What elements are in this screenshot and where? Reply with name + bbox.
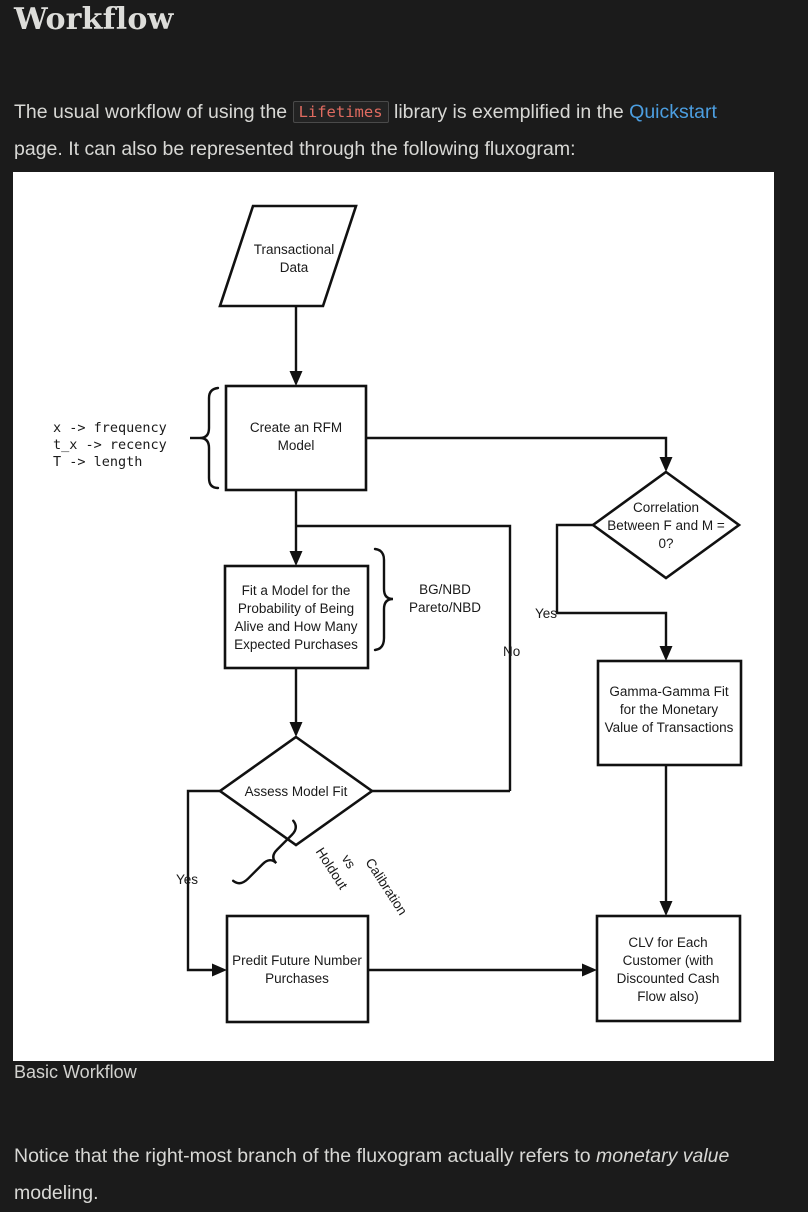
rfm-legend-line-3: T -> length: [53, 454, 142, 470]
node-clv-line-4: Flow also): [637, 989, 699, 1004]
node-assess-model-fit: [217, 735, 375, 847]
node-fit-model-line-4: Expected Purchases: [234, 637, 358, 652]
node-predict-future-purchases: [225, 914, 370, 1024]
quickstart-link[interactable]: Quickstart: [629, 100, 717, 123]
node-create-rfm-model: [224, 384, 368, 492]
inline-code-lifetimes: Lifetimes: [292, 100, 389, 123]
closing-text-before-em: Notice that the right-most branch of the…: [14, 1144, 597, 1167]
intro-text-tail: page. It can also be represented through…: [14, 137, 576, 160]
node-gamma-gamma-line-1: Gamma-Gamma Fit: [609, 684, 729, 699]
node-correlation-check: [590, 470, 742, 580]
closing-text-after-em: modeling.: [14, 1181, 99, 1204]
node-predict-line-2: Purchases: [265, 971, 329, 986]
validation-line-1: Calibration: [362, 855, 410, 917]
node-correlation-line-2: Between F and M =: [607, 518, 725, 533]
node-transactional-data-line-2: Data: [280, 260, 309, 275]
node-gamma-gamma-line-3: Value of Transactions: [605, 720, 734, 735]
node-fit-model-line-1: Fit a Model for the: [242, 583, 351, 598]
intro-text-before-code: The usual workflow of using the: [14, 100, 293, 123]
node-correlation-line-3: 0?: [658, 536, 673, 551]
intro-text-after-code: library is exemplified in the: [388, 100, 630, 123]
node-create-rfm-line-1: Create an RFM: [250, 420, 342, 435]
edge-label-no: No: [503, 644, 520, 659]
node-gamma-gamma-fit: [596, 659, 743, 767]
node-gamma-gamma-line-2: for the Monetary: [620, 702, 719, 717]
node-assess-model-fit-label: Assess Model Fit: [245, 784, 348, 799]
node-clv-line-1: CLV for Each: [628, 935, 707, 950]
node-fit-model-line-3: Alive and How Many: [234, 619, 357, 634]
edge-label-correlation-yes: Yes: [535, 606, 557, 621]
node-transactional-data: [218, 204, 358, 308]
node-clv-line-2: Customer (with: [623, 953, 714, 968]
intro-paragraph: The usual workflow of using the Lifetime…: [14, 94, 754, 168]
node-create-rfm-line-2: Model: [278, 438, 315, 453]
figure-caption: Basic Workflow: [14, 1062, 137, 1082]
node-correlation-line-1: Correlation: [633, 500, 699, 515]
node-fit-model-line-2: Probability of Being: [238, 601, 354, 616]
model-family-line-1: BG/NBD: [419, 582, 471, 597]
node-predict-line-1: Predit Future Number: [232, 953, 362, 968]
edge-label-assess-yes: Yes: [176, 872, 198, 887]
node-clv: [595, 914, 742, 1023]
rfm-legend-line-1: x -> frequency: [53, 420, 167, 436]
closing-emphasis: monetary value: [596, 1144, 730, 1167]
closing-paragraph: Notice that the right-most branch of the…: [14, 1138, 754, 1212]
node-transactional-data-line-1: Transactional: [254, 242, 335, 257]
model-family-line-2: Pareto/NBD: [409, 600, 481, 615]
node-fit-model: [223, 564, 370, 670]
node-clv-line-3: Discounted Cash: [617, 971, 720, 986]
rfm-legend-line-2: t_x -> recency: [53, 437, 167, 453]
workflow-figure: Transactional Data Create an RFM Model x…: [13, 172, 774, 1061]
page-title: Workflow: [14, 2, 174, 37]
